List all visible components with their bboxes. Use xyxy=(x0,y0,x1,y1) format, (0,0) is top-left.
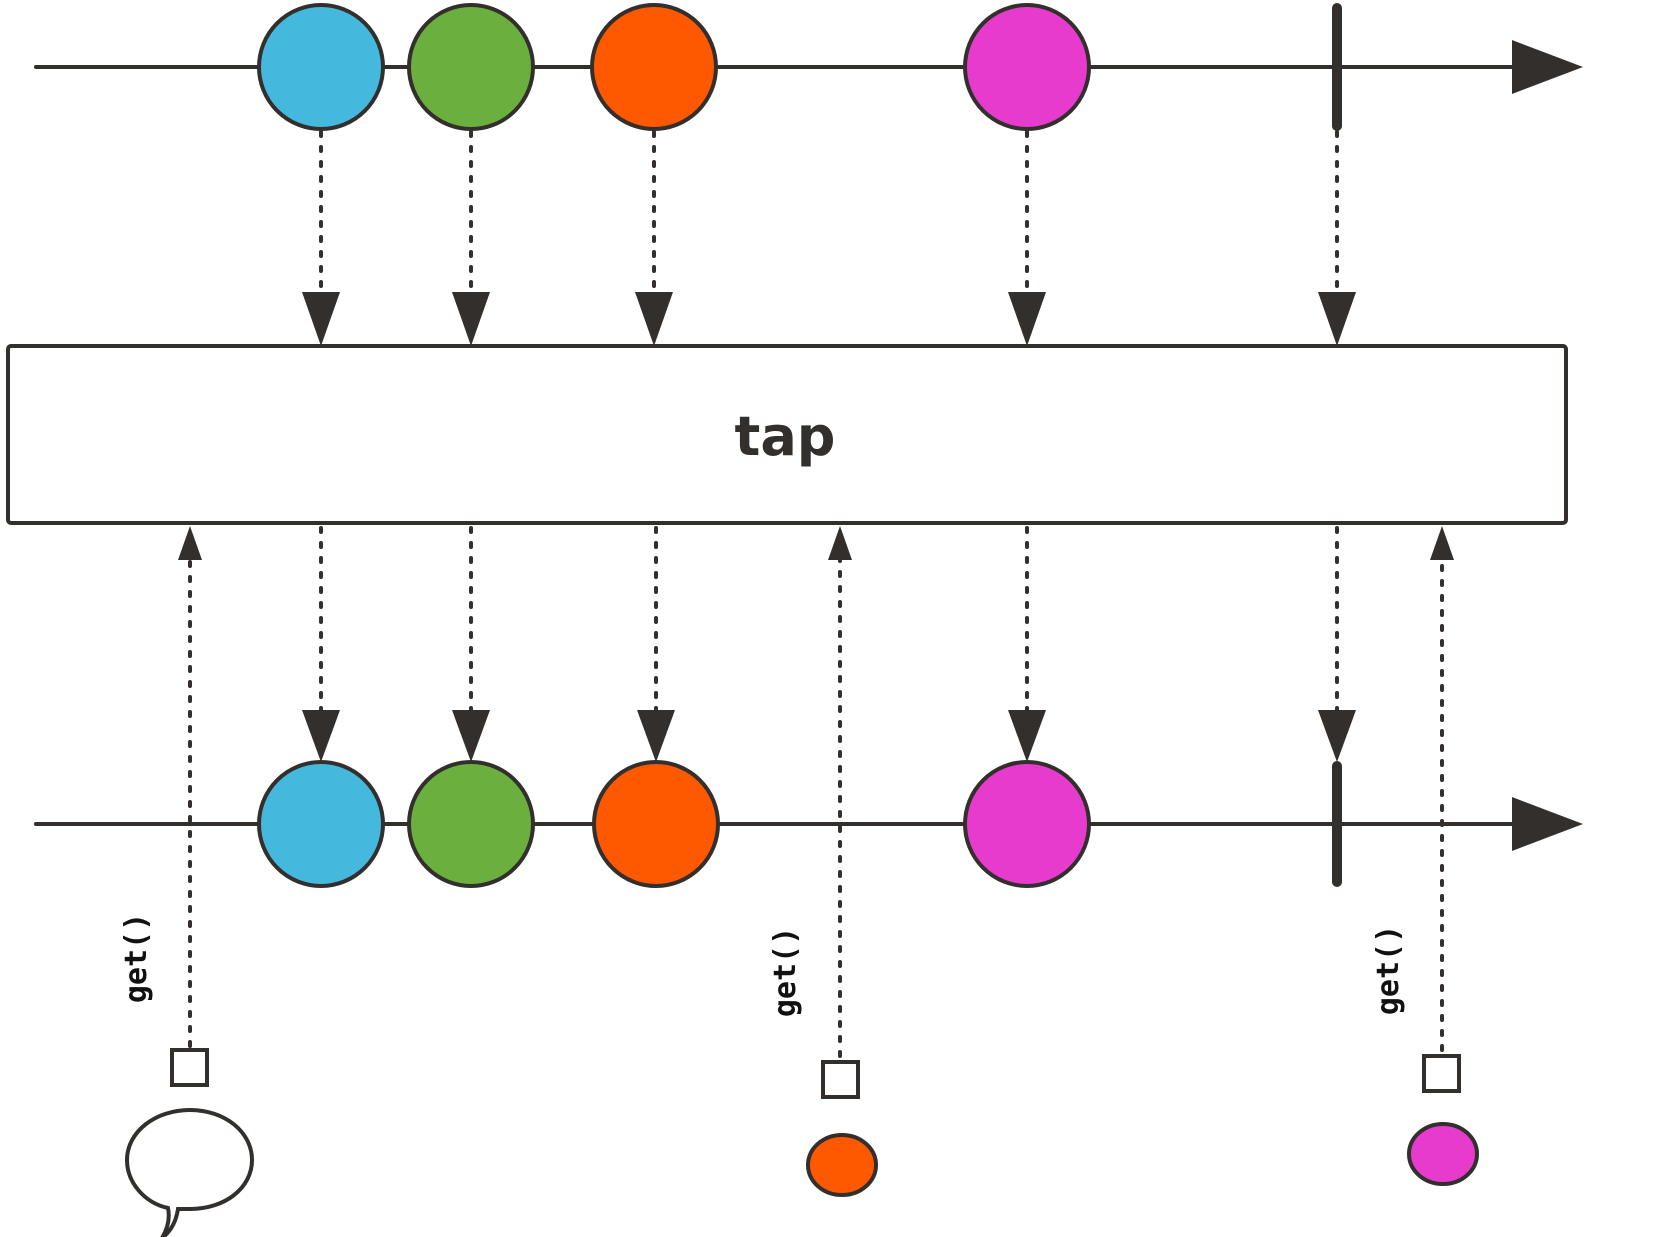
get-result-marble-orange xyxy=(806,1133,878,1197)
get-call-1: get() xyxy=(119,913,255,1237)
result-marbles xyxy=(257,760,1342,888)
source-marble-green xyxy=(407,3,535,131)
operator-label: tap xyxy=(735,405,836,468)
get-result-marble-magenta xyxy=(1407,1122,1479,1186)
source-marble-orange xyxy=(590,3,718,131)
get-call-2: get() xyxy=(768,927,878,1197)
source-marble-magenta xyxy=(963,3,1091,131)
result-timeline-arrowhead xyxy=(1512,797,1583,851)
operator-box: tap xyxy=(6,344,1568,525)
operator-to-result-arrows xyxy=(302,526,1356,762)
get-call-3: get() xyxy=(1371,925,1479,1186)
empty-speech-bubble-icon xyxy=(124,1107,255,1237)
result-marble-orange xyxy=(592,760,720,888)
get-call-label: get() xyxy=(1371,925,1406,1015)
source-marbles xyxy=(257,3,1342,131)
result-marble-green xyxy=(407,760,535,888)
get-call-label: get() xyxy=(768,927,803,1017)
get-call-request-square xyxy=(170,1048,209,1087)
get-call-request-square xyxy=(821,1060,860,1099)
source-marble-blue xyxy=(257,3,385,131)
get-call-request-square xyxy=(1422,1054,1461,1093)
source-to-operator-arrows xyxy=(302,130,1356,346)
source-timeline-arrowhead xyxy=(1512,40,1583,94)
get-call-arrows xyxy=(178,526,1454,1058)
result-marble-blue xyxy=(257,760,385,888)
get-call-label: get() xyxy=(119,913,154,1003)
result-marble-magenta xyxy=(963,760,1091,888)
